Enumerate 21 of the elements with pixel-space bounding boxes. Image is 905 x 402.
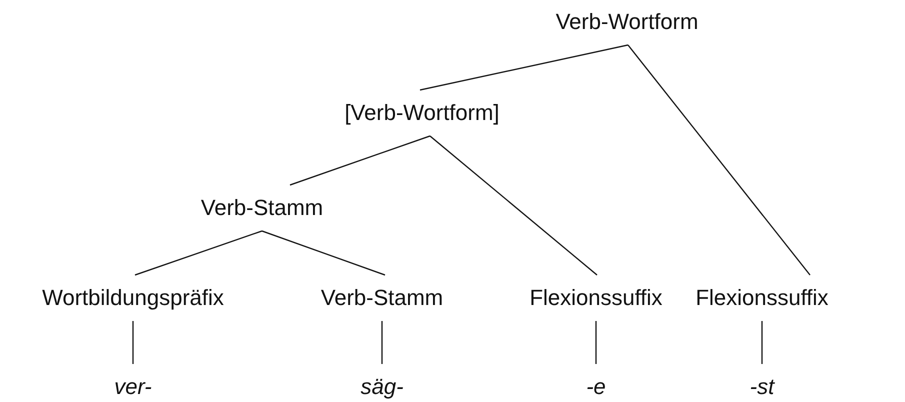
category-label: Flexionssuffix [696, 275, 828, 321]
morph-form-label: -st [750, 364, 774, 402]
category-label: Wortbildungspräfix [42, 275, 224, 321]
morph-form-label: ver- [114, 364, 152, 402]
tree-branch-line [132, 321, 134, 364]
tree-branch-line [381, 321, 383, 364]
tree-branch-line [420, 44, 628, 91]
category-label: Verb-Wortform [556, 0, 698, 45]
category-label: Verb-Stamm [320, 275, 444, 321]
tree-branch-line [430, 136, 598, 276]
category-label: [Verb-Wortform] [344, 90, 500, 136]
tree-branch-line [761, 321, 763, 364]
tree-branch-line [595, 321, 597, 364]
morph-form-label: -e [586, 364, 606, 402]
tree-branch-line [628, 44, 810, 276]
morph-form-label: säg- [360, 364, 404, 402]
tree-branch-line [262, 230, 386, 276]
tree-branch-line [134, 230, 262, 276]
category-label: Verb-Stamm [200, 185, 324, 231]
category-label: Flexionssuffix [530, 275, 662, 321]
tree-branch-line [290, 135, 430, 186]
